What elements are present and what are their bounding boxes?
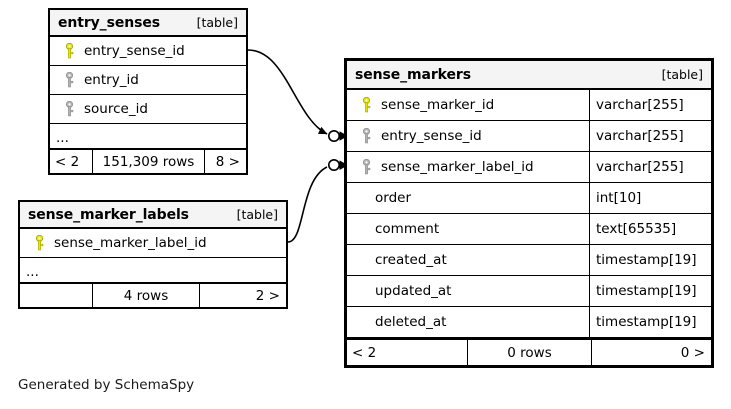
prev-page-button[interactable] <box>20 284 92 307</box>
table-footer-entry-senses: < 2 151,309 rows 8 > <box>50 149 246 173</box>
table-row[interactable]: sense_marker_label_id varchar[255] <box>347 152 711 183</box>
table-row-truncated: ... <box>50 124 246 149</box>
column-cell: sense_marker_id <box>347 90 589 120</box>
column-type: text[65535] <box>589 214 711 244</box>
foreign-key-icon <box>58 101 80 117</box>
table-header-sense-marker-labels: sense_marker_labels [table] <box>20 202 286 229</box>
column-name: comment <box>375 221 440 237</box>
column-cell: entry_sense_id <box>50 37 246 65</box>
table-row[interactable]: sense_marker_label_id <box>20 229 286 258</box>
table-columns-entry-senses: entry_sense_id entry_id <box>50 37 246 149</box>
table-entry-senses[interactable]: entry_senses [table] entry_sense_id <box>48 8 248 175</box>
table-row[interactable]: created_at timestamp[19] <box>347 245 711 276</box>
column-cell: deleted_at <box>347 307 589 337</box>
column-cell: updated_at <box>347 276 589 306</box>
table-title: sense_markers <box>355 66 471 83</box>
column-cell: comment <box>347 214 589 244</box>
column-name: sense_marker_label_id <box>381 159 534 175</box>
column-name: entry_sense_id <box>381 128 482 144</box>
column-type: varchar[255] <box>589 90 711 120</box>
truncation-indicator: ... <box>56 129 69 146</box>
table-title: entry_senses <box>58 14 160 31</box>
column-type: timestamp[19] <box>589 276 711 306</box>
generator-credit: Generated by SchemaSpy <box>18 377 195 393</box>
column-cell: entry_sense_id <box>347 121 589 151</box>
column-cell: order <box>347 183 589 213</box>
next-page-button[interactable]: 0 > <box>680 344 705 361</box>
table-row[interactable]: sense_marker_id varchar[255] <box>347 90 711 121</box>
column-name: entry_id <box>84 72 139 88</box>
relationship-line-sense-marker-labels <box>287 159 348 243</box>
column-name: entry_sense_id <box>84 43 185 59</box>
table-kind-label: [table] <box>196 15 238 30</box>
column-name: deleted_at <box>375 314 447 330</box>
table-row[interactable]: deleted_at timestamp[19] <box>347 307 711 338</box>
table-row[interactable]: order int[10] <box>347 183 711 214</box>
foreign-key-icon <box>58 72 80 88</box>
relationship-line-entry-senses <box>247 49 348 143</box>
column-name: source_id <box>84 101 148 117</box>
column-cell: entry_id <box>50 66 246 94</box>
table-sense-markers[interactable]: sense_markers [table] sense_marker_id <box>344 58 714 368</box>
table-columns-sense-markers: sense_marker_id varchar[255] entry_sense… <box>347 90 711 338</box>
truncation-indicator: ... <box>26 263 39 280</box>
column-type: timestamp[19] <box>589 245 711 275</box>
table-sense-marker-labels[interactable]: sense_marker_labels [table] sense_marker… <box>18 200 288 309</box>
table-row-truncated: ... <box>20 258 286 283</box>
column-name: sense_marker_id <box>381 97 495 113</box>
column-type: timestamp[19] <box>589 307 711 337</box>
next-page-button[interactable]: 2 > <box>255 287 280 304</box>
column-cell: sense_marker_label_id <box>347 152 589 182</box>
primary-key-icon <box>58 43 80 59</box>
table-row[interactable]: updated_at timestamp[19] <box>347 276 711 307</box>
table-row[interactable]: comment text[65535] <box>347 214 711 245</box>
column-cell: source_id <box>50 95 246 123</box>
row-count-label: 151,309 rows <box>92 150 205 173</box>
table-header-entry-senses: entry_senses [table] <box>50 10 246 37</box>
column-name: order <box>375 190 411 206</box>
table-columns-sense-marker-labels: sense_marker_label_id ... <box>20 229 286 283</box>
column-type: varchar[255] <box>589 121 711 151</box>
table-footer-sense-marker-labels: 4 rows 2 > <box>20 283 286 307</box>
foreign-key-icon <box>355 128 377 144</box>
table-row[interactable]: entry_sense_id varchar[255] <box>347 121 711 152</box>
prev-page-button[interactable]: < 2 <box>55 153 80 170</box>
table-footer-sense-markers: < 2 0 rows 0 > <box>347 338 711 365</box>
table-kind-label: [table] <box>236 207 278 222</box>
table-title: sense_marker_labels <box>28 206 189 223</box>
column-type: varchar[255] <box>589 152 711 182</box>
table-row[interactable]: entry_sense_id <box>50 37 246 66</box>
row-count-label: 4 rows <box>92 284 200 307</box>
table-kind-label: [table] <box>661 67 703 82</box>
column-name: sense_marker_label_id <box>54 235 207 251</box>
foreign-key-icon <box>355 159 377 175</box>
table-row[interactable]: source_id <box>50 95 246 124</box>
prev-page-button[interactable]: < 2 <box>352 344 377 361</box>
column-name: created_at <box>375 252 447 268</box>
column-name: updated_at <box>375 283 452 299</box>
column-type: int[10] <box>589 183 711 213</box>
table-header-sense-markers: sense_markers [table] <box>347 61 711 90</box>
column-cell: sense_marker_label_id <box>20 229 286 257</box>
table-row[interactable]: entry_id <box>50 66 246 95</box>
column-cell: created_at <box>347 245 589 275</box>
next-page-button[interactable]: 8 > <box>215 153 240 170</box>
primary-key-icon <box>355 97 377 113</box>
primary-key-icon <box>28 235 50 251</box>
row-count-label: 0 rows <box>467 340 592 365</box>
